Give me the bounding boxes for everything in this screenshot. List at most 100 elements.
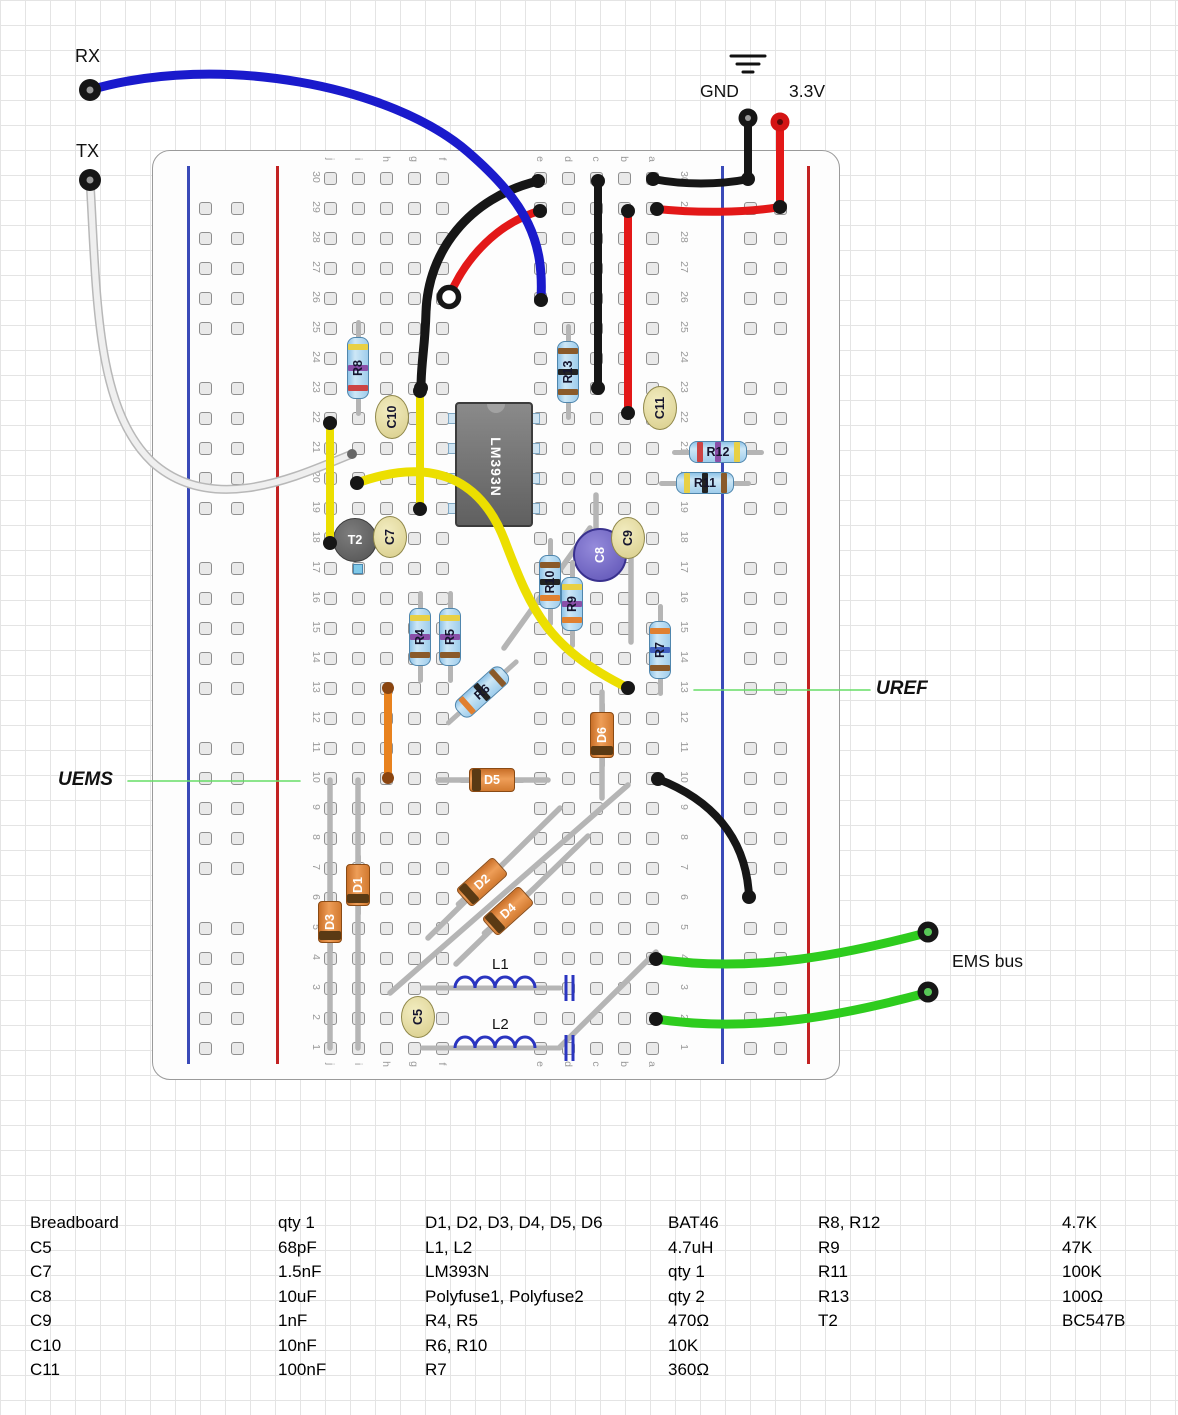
resistor-band: [348, 365, 368, 371]
rail-line-right-red: [807, 166, 810, 1064]
breadboard-hole: [589, 891, 603, 905]
breadboard-hole: [379, 471, 393, 485]
breadboard-hole: [198, 621, 212, 635]
breadboard-hole: [743, 501, 757, 515]
breadboard-hole: [773, 321, 787, 335]
breadboard-hole: [773, 411, 787, 425]
breadboard-hole: [198, 591, 212, 605]
breadboard-hole: [198, 381, 212, 395]
breadboard-hole: [561, 771, 575, 785]
breadboard-hole: [407, 951, 421, 965]
breadboard-hole: [407, 531, 421, 545]
row-number: 18: [678, 531, 690, 543]
rail-line-left-red: [276, 166, 279, 1064]
breadboard-hole: [198, 831, 212, 845]
breadboard-hole: [323, 1041, 337, 1055]
breadboard-hole: [230, 831, 244, 845]
breadboard-hole: [407, 231, 421, 245]
breadboard-hole: [407, 351, 421, 365]
breadboard-hole: [230, 651, 244, 665]
breadboard-hole: [198, 1011, 212, 1025]
breadboard-hole: [379, 951, 393, 965]
breadboard-hole: [323, 561, 337, 575]
column-letter: d: [562, 156, 574, 162]
breadboard-hole: [645, 291, 659, 305]
breadboard-hole: [773, 441, 787, 455]
row-number: 22: [678, 411, 690, 423]
breadboard-hole: [645, 321, 659, 335]
bom-cell-r5c1: C9: [30, 1311, 52, 1330]
breadboard-hole: [351, 201, 365, 215]
breadboard-hole: [743, 831, 757, 845]
breadboard-hole: [533, 651, 547, 665]
breadboard-hole: [379, 561, 393, 575]
breadboard-hole: [533, 531, 547, 545]
breadboard-hole: [617, 981, 631, 995]
breadboard-hole: [351, 291, 365, 305]
bom-cell-r3c6: 100K: [1062, 1262, 1102, 1281]
breadboard-hole: [379, 231, 393, 245]
row-number: 6: [678, 894, 690, 900]
breadboard-hole: [589, 861, 603, 875]
component-label: L1: [492, 956, 509, 973]
breadboard-hole: [351, 651, 365, 665]
column-letter: g: [408, 1061, 420, 1067]
breadboard-hole: [407, 891, 421, 905]
bom-cell-r4c2: 10uF: [278, 1286, 317, 1306]
breadboard-hole: [617, 201, 631, 215]
bom-cell-r1c3: D1, D2, D3, D4, D5, D6: [425, 1213, 603, 1232]
breadboard-hole: [645, 351, 659, 365]
breadboard-hole: [533, 771, 547, 785]
resistor-band: [734, 442, 740, 462]
row-number: 26: [310, 291, 322, 303]
breadboard-hole: [379, 321, 393, 335]
breadboard-hole: [230, 1041, 244, 1055]
breadboard-hole: [435, 831, 449, 845]
breadboard-hole: [773, 621, 787, 635]
breadboard-hole: [773, 921, 787, 935]
breadboard-hole: [617, 861, 631, 875]
diode-cathode-band: [591, 746, 613, 755]
bom-cell-r7c3: R7: [425, 1360, 447, 1379]
breadboard-hole: [533, 681, 547, 695]
breadboard-hole: [645, 1041, 659, 1055]
column-letter: b: [618, 156, 630, 162]
breadboard-hole: [323, 591, 337, 605]
breadboard-hole: [351, 471, 365, 485]
row-number: 27: [310, 261, 322, 273]
breadboard-hole: [198, 741, 212, 755]
breadboard-hole: [407, 471, 421, 485]
breadboard-hole: [589, 591, 603, 605]
resistor-band: [697, 442, 703, 462]
breadboard-hole: [323, 441, 337, 455]
breadboard-hole: [323, 1011, 337, 1025]
breadboard-hole: [230, 381, 244, 395]
breadboard-hole: [773, 651, 787, 665]
breadboard-hole: [198, 261, 212, 275]
breadboard-hole: [617, 651, 631, 665]
component-label: D6: [595, 727, 609, 743]
bom-cell-r5c4: 470Ω: [668, 1311, 710, 1330]
breadboard-hole: [743, 741, 757, 755]
label-ems-bus: EMS bus: [952, 951, 1023, 971]
breadboard-hole: [561, 861, 575, 875]
component-label: R4: [413, 629, 427, 645]
breadboard-hole: [617, 921, 631, 935]
row-number: 24: [310, 351, 322, 363]
row-number: 15: [678, 621, 690, 633]
breadboard-hole: [230, 201, 244, 215]
row-number: 13: [678, 681, 690, 693]
breadboard-hole: [230, 231, 244, 245]
breadboard-hole: [407, 981, 421, 995]
label-33v: 3.3V: [789, 81, 825, 101]
breadboard-hole: [589, 1041, 603, 1055]
breadboard-hole: [407, 741, 421, 755]
breadboard-hole: [617, 951, 631, 965]
breadboard-hole: [435, 1011, 449, 1025]
row-number: 25: [310, 321, 322, 333]
pad-rx: [79, 79, 101, 101]
breadboard-hole: [379, 501, 393, 515]
breadboard-hole: [561, 291, 575, 305]
bom-cell-r7c6: [1062, 1358, 1148, 1383]
breadboard-hole: [617, 171, 631, 185]
